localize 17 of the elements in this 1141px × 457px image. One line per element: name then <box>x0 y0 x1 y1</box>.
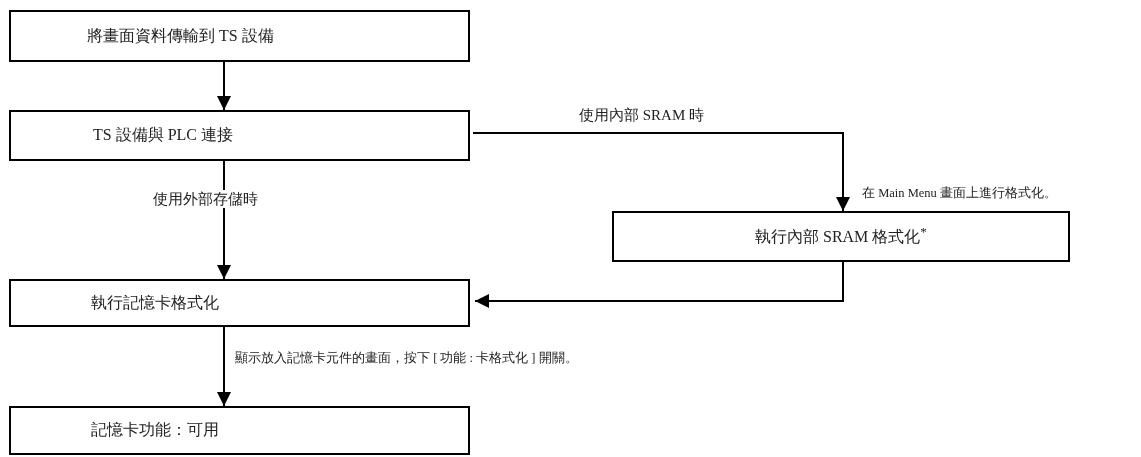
arrow <box>217 61 231 111</box>
arrow <box>217 160 231 280</box>
arrow <box>474 261 844 308</box>
box-text: 記憶卡功能：可用 <box>91 420 219 440</box>
process-box <box>9 110 470 161</box>
arrow <box>217 326 231 407</box>
process-box <box>9 279 470 327</box>
process-box <box>9 406 470 455</box>
box-text: 執行記憶卡格式化 <box>91 292 219 313</box>
process-box <box>9 10 470 62</box>
arrow <box>472 132 850 212</box>
box-text: 將畫面資料傳輸到 TS 設備 <box>87 25 274 46</box>
process-box <box>612 211 1070 262</box>
edge-label: 使用外部存儲時 <box>151 190 260 208</box>
edge-label: 使用內部 SRAM 時 <box>577 106 707 124</box>
box-text: TS 設備與 PLC 連接 <box>93 125 233 145</box>
box-text: 執行內部 SRAM 格式化$^{*}$ <box>755 224 927 248</box>
